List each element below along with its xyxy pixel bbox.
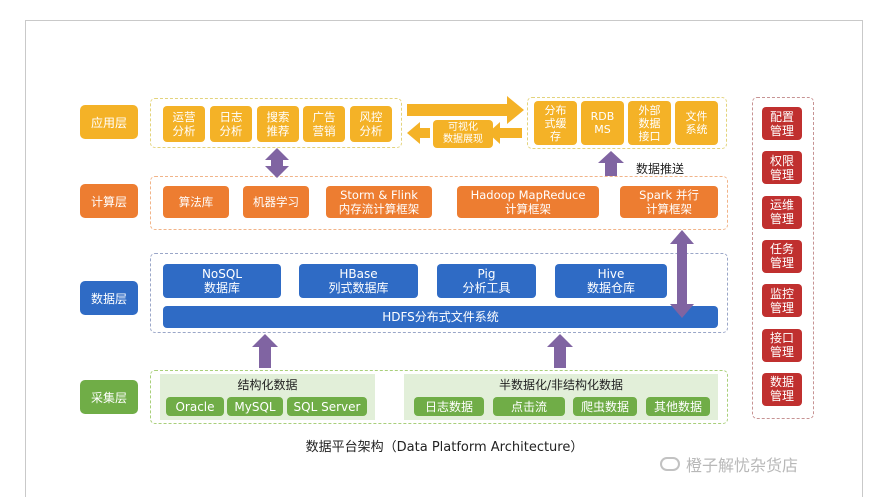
management-module-box: 监控 管理 [762, 284, 802, 318]
data-module-box: Pig 分析工具 [437, 264, 536, 298]
hdfs-bar: HDFS分布式文件系统 [163, 306, 718, 328]
management-module-box: 接口 管理 [762, 328, 802, 362]
compute-module-box: Spark 并行 计算框架 [620, 186, 718, 218]
compute-group [150, 176, 728, 230]
app-module-box: 运营 分析 [163, 106, 205, 142]
diagram-caption: 数据平台架构（Data Platform Architecture） [305, 440, 584, 455]
semi-structured-item-box: 爬虫数据 [573, 397, 637, 416]
management-module-box: 数据 管理 [762, 372, 802, 406]
arrow-up-structured-to-hdfs [252, 334, 278, 368]
arrow-updown-app-compute [265, 148, 289, 178]
arrow-up-compute-to-storage [598, 151, 624, 176]
compute-module-box: Hadoop MapReduce 计算框架 [457, 186, 599, 218]
structured-item-box: MySQL [227, 397, 283, 416]
structured-title: 结构化数据 [237, 378, 298, 392]
storage-module-box: 文件 系统 [675, 101, 718, 145]
storage-module-box: 外部 数据 接口 [628, 101, 671, 145]
semi-structured-item-box: 其他数据 [646, 397, 710, 416]
wechat-icon [660, 457, 680, 471]
layer-label-data: 数据层 [80, 281, 138, 315]
app-module-box: 日志 分析 [210, 106, 252, 142]
data-module-box: HBase 列式数据库 [299, 264, 418, 298]
app-module-box: 广告 营销 [303, 106, 345, 142]
compute-module-box: 算法库 [163, 186, 229, 218]
arrow-up-semi-to-hdfs [547, 334, 573, 368]
collect-group [150, 370, 728, 424]
storage-module-box: RDB MS [581, 101, 624, 145]
data-module-box: Hive 数据仓库 [555, 264, 667, 298]
semi-structured-item-box: 点击流 [493, 397, 565, 416]
storage-group [527, 97, 727, 149]
data-group [150, 253, 728, 333]
compute-module-box: Storm & Flink 内存流计算框架 [326, 186, 432, 218]
arrow-left-visualization-to-app [407, 122, 430, 144]
layer-label-app: 应用层 [80, 105, 138, 139]
visualization-box: 可视化 数据展现 [433, 120, 493, 148]
management-module-box: 运维 管理 [762, 195, 802, 229]
watermark-text: 橙子解忧杂货店 [686, 456, 799, 475]
storage-module-box: 分布 式缓 存 [534, 101, 577, 145]
app-module-box: 风控 分析 [350, 106, 392, 142]
app-analysis-group [150, 98, 402, 148]
management-module-box: 权限 管理 [762, 151, 802, 185]
arrow-left-storage-to-app [488, 122, 522, 144]
layer-label-collect: 采集层 [80, 380, 138, 414]
management-module-box: 任务 管理 [762, 239, 802, 273]
management-group [752, 97, 814, 419]
app-module-box: 搜索 推荐 [257, 106, 299, 142]
layer-label-compute: 计算层 [80, 184, 138, 218]
data-push-label: 数据推送 [636, 162, 685, 176]
management-module-box: 配置 管理 [762, 107, 802, 140]
structured-item-box: SQL Server [287, 397, 367, 416]
watermark: 橙子解忧杂货店 [660, 452, 798, 476]
arrow-updown-spark-hdfs [670, 230, 694, 318]
arrow-right-app-to-storage [407, 96, 524, 124]
semi-structured-item-box: 日志数据 [414, 397, 484, 416]
compute-module-box: 机器学习 [243, 186, 309, 218]
semi-structured-title: 半数据化/非结构化数据 [498, 378, 624, 392]
structured-item-box: Oracle [166, 397, 224, 416]
data-module-box: NoSQL 数据库 [163, 264, 281, 298]
